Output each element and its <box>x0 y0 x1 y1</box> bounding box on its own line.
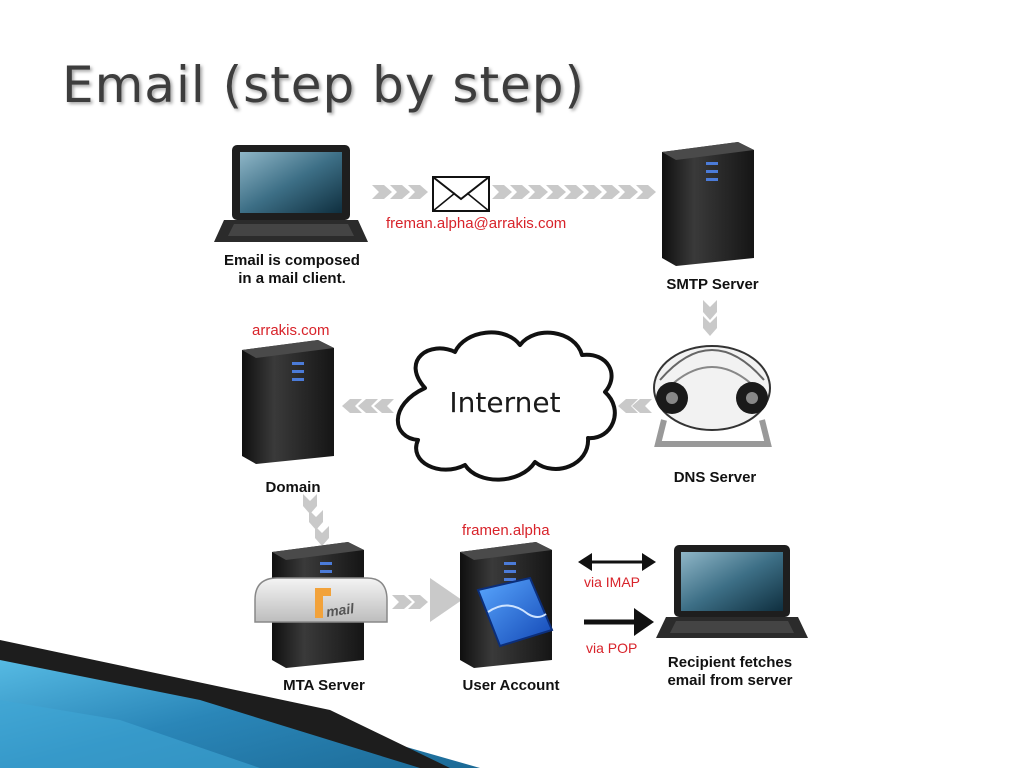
server-tower-icon <box>662 142 754 266</box>
dns-server-label: DNS Server <box>673 469 757 486</box>
user-account-label: User Account <box>462 677 560 694</box>
flow-arrow-mta-to-account <box>392 578 462 622</box>
mailbox-icon <box>254 577 388 623</box>
domain-address-label: arrakis.com <box>252 322 330 339</box>
cloud-icon <box>395 330 617 482</box>
recipient-label: Recipient fetches email from server <box>650 654 810 690</box>
flow-arrow-domain-to-mta <box>303 494 329 546</box>
smtp-server-label: SMTP Server <box>666 276 759 293</box>
laptop-icon <box>214 145 368 242</box>
folder-icon <box>476 576 554 648</box>
recipient-label-line2: email from server <box>667 672 793 689</box>
mail-client-label-line1: Email is composed <box>224 252 360 269</box>
flow-arrow-client-to-smtp <box>372 185 656 199</box>
email-address-label: freman.alpha@arrakis.com <box>386 215 567 232</box>
laptop-icon <box>656 545 808 638</box>
internet-label: Internet <box>449 386 561 419</box>
rolodex-icon <box>653 345 772 447</box>
account-address-label: framen.alpha <box>462 522 550 539</box>
pop-label: via POP <box>586 640 638 656</box>
pop-arrow <box>584 608 654 636</box>
recipient-label-line1: Recipient fetches <box>667 654 793 671</box>
imap-double-arrow <box>578 553 656 571</box>
flow-arrow-smtp-to-dns <box>703 300 717 336</box>
domain-label: Domain <box>265 479 321 496</box>
server-tower-icon <box>242 340 334 464</box>
flow-arrow-internet-to-domain <box>342 399 394 413</box>
envelope-icon <box>432 176 490 212</box>
mta-server-label: MTA Server <box>283 677 365 694</box>
flow-arrow-dns-to-internet <box>618 399 652 413</box>
mail-client-label: Email is composed in a mail client. <box>212 252 372 288</box>
mail-client-label-line2: in a mail client. <box>238 270 346 287</box>
slide-title: Email (step by step) <box>62 56 586 114</box>
imap-label: via IMAP <box>584 574 641 590</box>
